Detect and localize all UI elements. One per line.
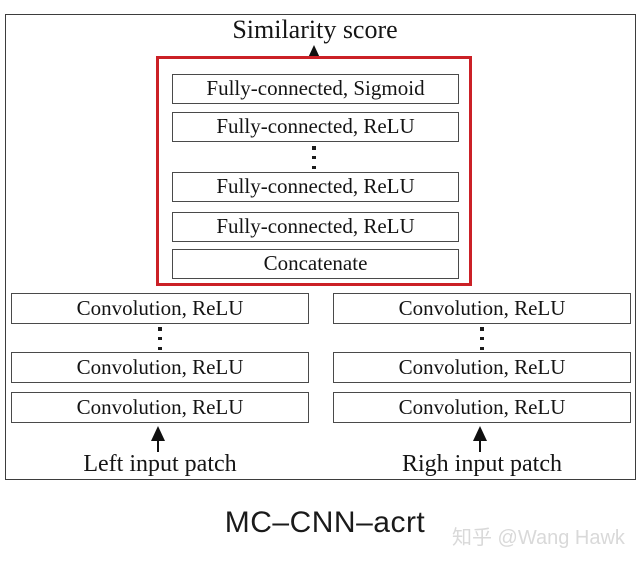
left-input-arrow-head-icon <box>151 426 165 441</box>
vertical-ellipsis-icon <box>154 327 166 350</box>
right-input-arrow-head-icon <box>473 426 487 441</box>
right-conv-layer-3: Convolution, ReLU <box>333 392 631 423</box>
fc-layer-concatenate: Concatenate <box>172 249 459 279</box>
right-input-label: Righ input patch <box>402 451 562 477</box>
figure-caption: MC–CNN–acrt <box>224 506 426 539</box>
right-conv-layer-1: Convolution, ReLU <box>333 293 631 324</box>
watermark-text: 知乎 @Wang Hawk <box>452 527 625 549</box>
vertical-ellipsis-icon <box>476 327 488 350</box>
right-conv-layer-2: Convolution, ReLU <box>333 352 631 383</box>
fc-layer-relu-1: Fully-connected, ReLU <box>172 112 459 142</box>
left-conv-layer-3: Convolution, ReLU <box>11 392 309 423</box>
left-input-label: Left input patch <box>83 451 237 477</box>
fc-layer-relu-3: Fully-connected, ReLU <box>172 212 459 242</box>
left-conv-layer-2: Convolution, ReLU <box>11 352 309 383</box>
left-input-arrow-line <box>157 440 159 452</box>
fc-layer-sigmoid: Fully-connected, Sigmoid <box>172 74 459 104</box>
right-input-arrow-line <box>479 440 481 452</box>
similarity-score-label: Similarity score <box>232 15 398 44</box>
vertical-ellipsis-icon <box>308 146 320 169</box>
left-conv-layer-1: Convolution, ReLU <box>11 293 309 324</box>
fc-layer-relu-2: Fully-connected, ReLU <box>172 172 459 202</box>
